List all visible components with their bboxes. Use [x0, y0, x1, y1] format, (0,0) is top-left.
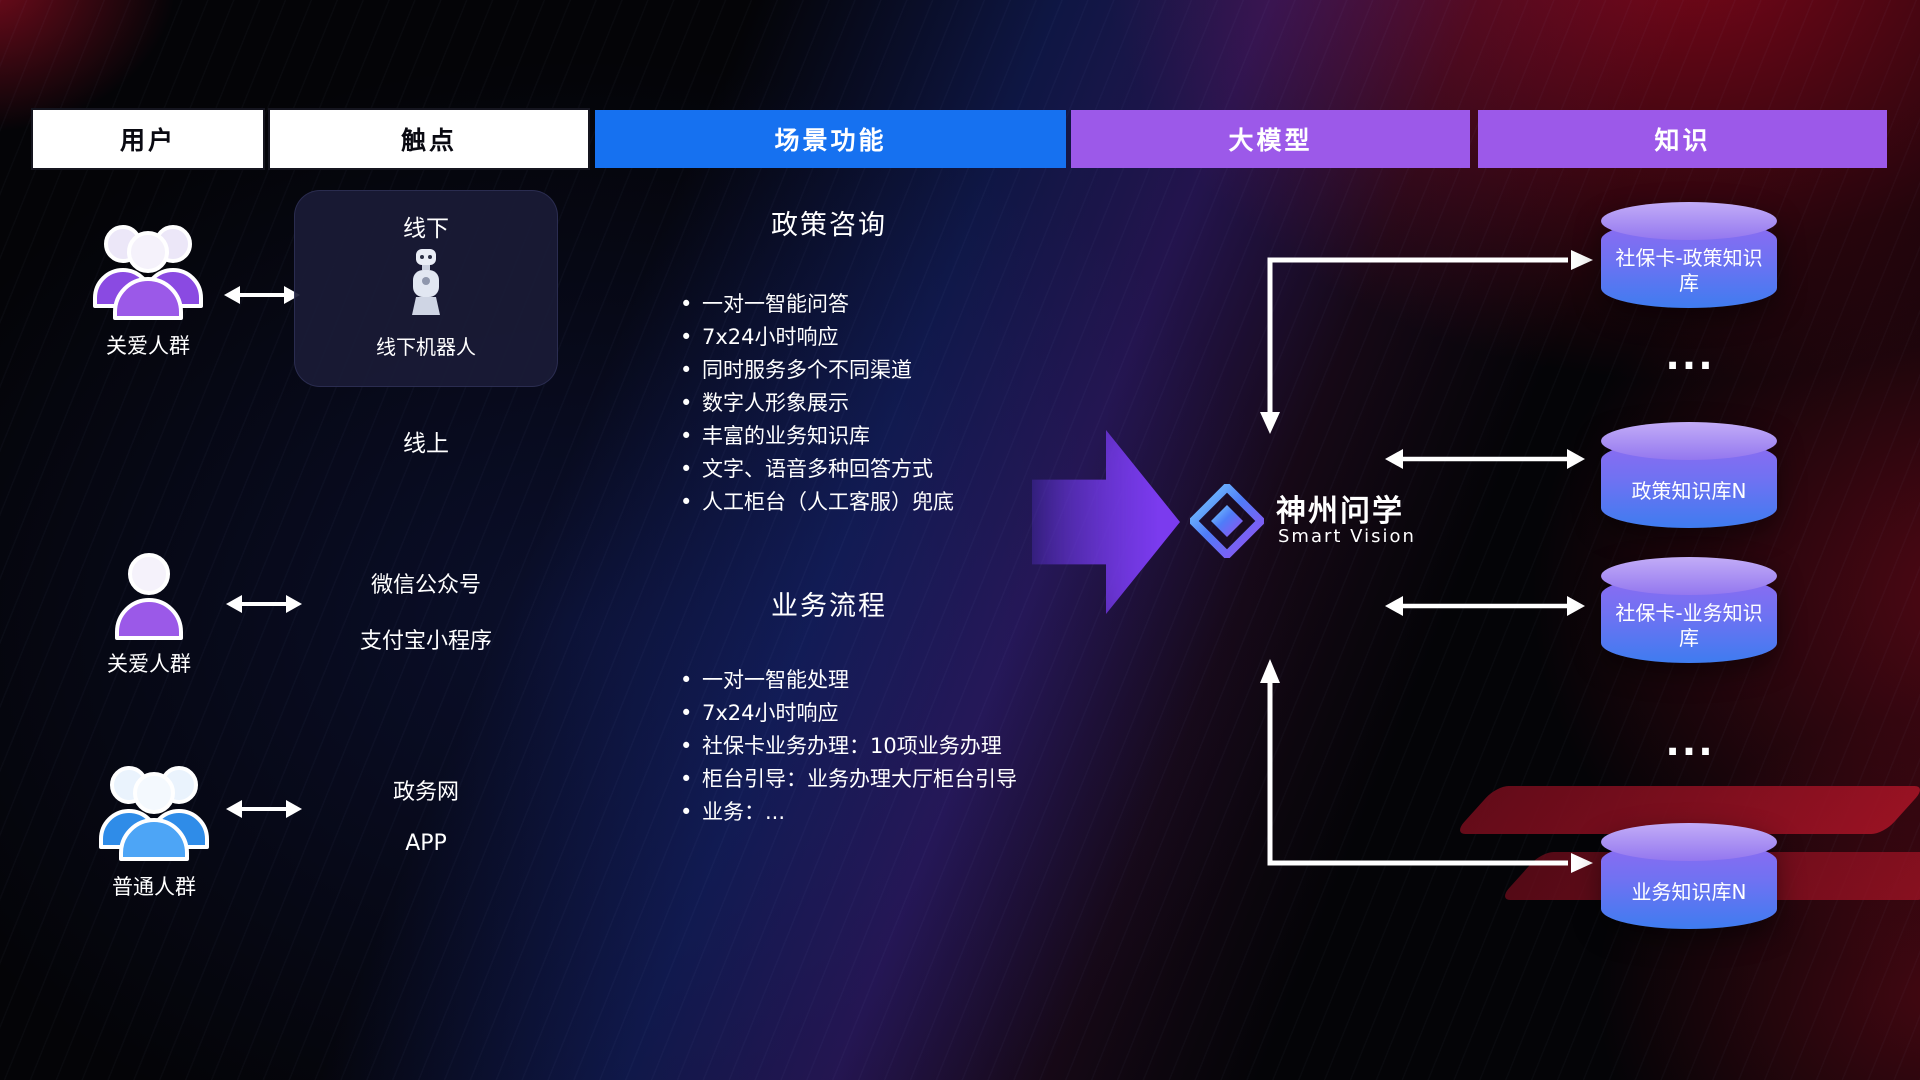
list-item: 一对一智能处理	[678, 664, 1017, 697]
cylinder-cap	[1601, 557, 1777, 595]
online-title: 线上	[403, 431, 449, 457]
knowledge-db-business-socialcard: 社保卡-业务知识库	[1601, 557, 1777, 663]
header-knowledge: 知识	[1478, 110, 1887, 168]
cylinder-cap	[1601, 823, 1777, 861]
double-arrow-business-kb-icon	[1385, 596, 1585, 616]
knowledge-db-policy-socialcard: 社保卡-政策知识库	[1601, 202, 1777, 308]
business-feature-list: 一对一智能处理 7x24小时响应 社保卡业务办理：10项业务办理 柜台引导：业务…	[678, 664, 1017, 829]
knowledge-db-business-n: 业务知识库N	[1601, 823, 1777, 929]
elbow-arrow-bottom-icon	[1260, 659, 1593, 873]
bidirectional-arrow-icon	[226, 800, 302, 818]
user-label: 关爱人群	[107, 652, 191, 676]
users-group-blue-icon	[99, 766, 209, 861]
bidirectional-arrow-icon	[226, 595, 302, 613]
cylinder-cap	[1601, 422, 1777, 460]
brand-diamond-icon	[1190, 484, 1264, 558]
db-label: 社保卡-政策知识库	[1615, 246, 1763, 295]
brand-name: 神州问学	[1276, 494, 1404, 529]
scenario-business-title: 业务流程	[771, 591, 887, 622]
brand-subtitle: Smart Vision	[1278, 526, 1416, 547]
users-group-purple-icon	[93, 225, 203, 320]
list-item: 一对一智能问答	[678, 288, 954, 321]
list-item: 7x24小时响应	[678, 697, 1017, 730]
elbow-arrow-top-icon	[1260, 250, 1593, 434]
db-label: 社保卡-业务知识库	[1615, 601, 1763, 650]
list-item: 7x24小时响应	[678, 321, 954, 354]
offline-title: 线下	[403, 216, 449, 242]
db-label: 政策知识库N	[1631, 478, 1747, 503]
double-arrow-policy-n-icon	[1385, 449, 1585, 469]
ellipsis-bottom: ...	[1665, 720, 1715, 764]
user-block-care-group-2: 关爱人群	[103, 548, 195, 678]
user-person-purple-icon	[115, 553, 183, 640]
bidirectional-arrow-icon	[224, 286, 300, 304]
offline-robot-label: 线下机器人	[376, 335, 476, 359]
scenario-policy-title: 政策咨询	[771, 210, 887, 241]
list-item: 社保卡业务办理：10项业务办理	[678, 730, 1017, 763]
list-item: 人工柜台（人工客服）兜底	[678, 486, 954, 519]
header-scenario: 场景功能	[595, 110, 1066, 168]
user-block-care-group-1: 关爱人群	[86, 214, 210, 360]
cylinder-cap	[1601, 202, 1777, 240]
touchpoint-app: APP	[405, 831, 447, 856]
list-item: 文字、语音多种回答方式	[678, 453, 954, 486]
list-item: 柜台引导：业务办理大厅柜台引导	[678, 763, 1017, 796]
touchpoint-alipay: 支付宝小程序	[359, 629, 492, 654]
header-user: 用户	[33, 110, 263, 168]
header-touchpoint: 触点	[270, 110, 588, 168]
list-item: 数字人形象展示	[678, 387, 954, 420]
db-label: 业务知识库N	[1631, 879, 1747, 904]
policy-feature-list: 一对一智能问答 7x24小时响应 同时服务多个不同渠道 数字人形象展示 丰富的业…	[678, 288, 954, 519]
user-label: 普通人群	[112, 875, 196, 899]
knowledge-db-policy-n: 政策知识库N	[1601, 422, 1777, 528]
user-block-general-group: 普通人群	[90, 755, 218, 901]
brand-logo-block: 神州问学 Smart Vision	[1190, 484, 1450, 564]
touchpoint-wechat: 微信公众号	[370, 573, 481, 598]
touchpoint-gov-web: 政务网	[392, 780, 459, 805]
user-label: 关爱人群	[106, 334, 190, 358]
list-item: 丰富的业务知识库	[678, 420, 954, 453]
touchpoint-offline-card: 线下 线下机器人	[294, 190, 558, 387]
ellipsis-top: ...	[1665, 334, 1715, 378]
list-item: 业务：...	[678, 796, 1017, 829]
robot-icon	[412, 249, 440, 315]
header-model: 大模型	[1071, 110, 1470, 168]
list-item: 同时服务多个不同渠道	[678, 354, 954, 387]
